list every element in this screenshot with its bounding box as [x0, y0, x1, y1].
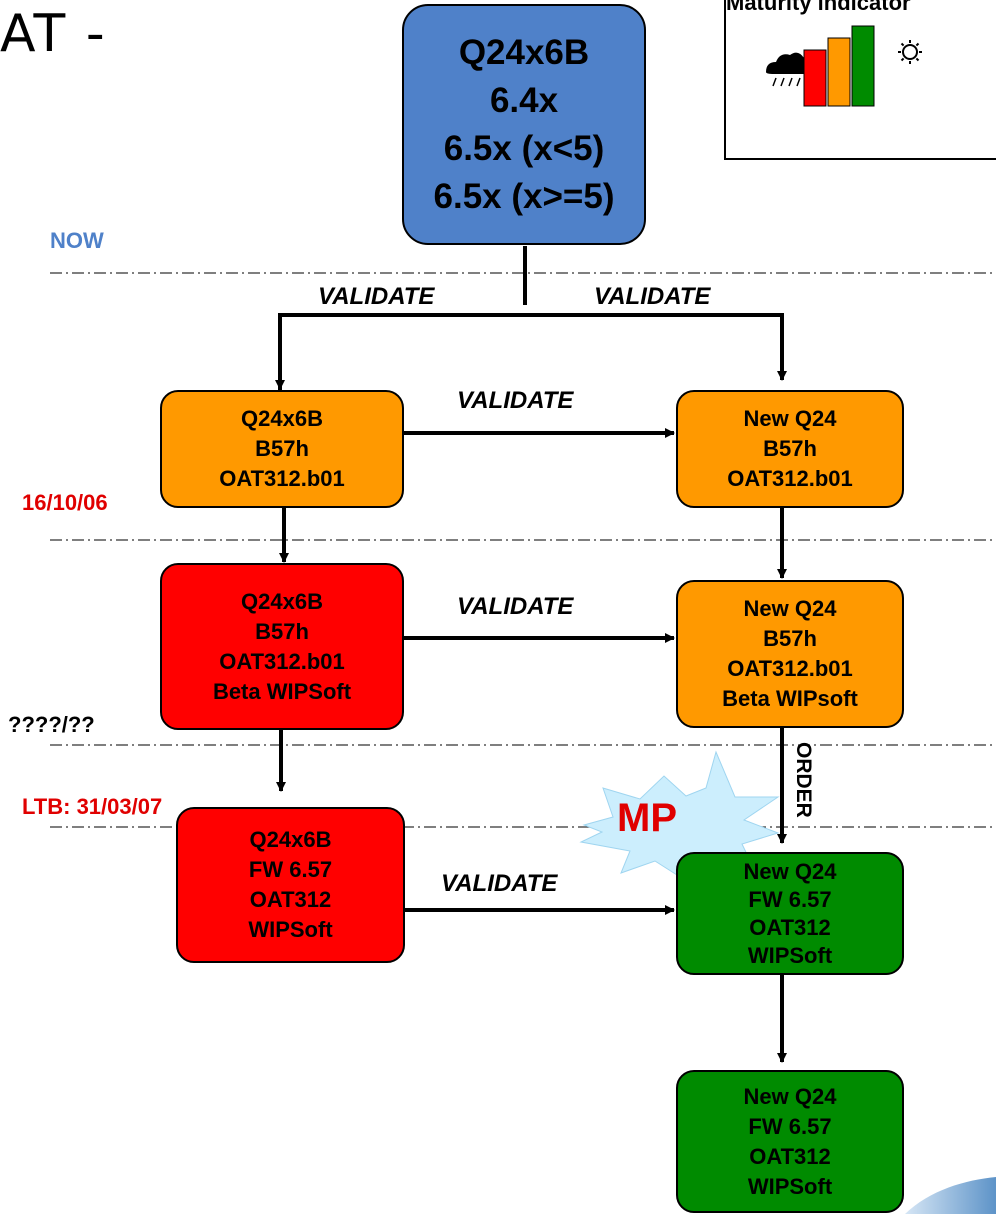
node-right4-line-2: FW 6.57	[748, 1113, 832, 1139]
node-left3-line-1: Q24x6B	[249, 827, 332, 852]
node-right3-line-2: FW 6.57	[748, 886, 832, 912]
node-right2-line-4: Beta WIPsoft	[722, 686, 858, 711]
node-top-line-4: 6.5x (x>=5)	[433, 176, 615, 216]
node-left3-line-4: WIPSoft	[248, 917, 333, 942]
node-right3-line-4: WIPSoft	[747, 942, 833, 968]
validate-label-row2: VALIDATE	[457, 593, 574, 620]
timeline-separators	[50, 272, 996, 828]
node-right4-line-1: New Q24	[743, 1083, 837, 1109]
node-left1: Q24x6B B57h OAT312.b01	[160, 390, 404, 508]
node-left3: Q24x6B FW 6.57 OAT312 WIPSoft	[176, 807, 405, 963]
date-unknown: ????/??	[8, 712, 95, 737]
node-right1-line-2: B57h	[763, 436, 817, 461]
validate-label-row3: VALIDATE	[441, 870, 558, 897]
node-left2-line-2: B57h	[255, 618, 309, 644]
validate-label-top-left: VALIDATE	[318, 283, 435, 310]
mp-burst-shape	[579, 750, 780, 883]
node-right2-line-1: New Q24	[743, 596, 837, 621]
node-left2-line-4: Beta WIPSoft	[212, 678, 352, 704]
node-right3: New Q24 FW 6.57 OAT312 WIPSoft	[676, 852, 904, 975]
split-branch-line	[278, 313, 784, 398]
maturity-bar-orange	[827, 37, 851, 107]
validate-label-top-right: VALIDATE	[594, 283, 711, 310]
node-top-line-2: 6.4x	[489, 80, 559, 120]
mp-label: MP	[617, 796, 677, 840]
legend-graphic	[766, 25, 922, 107]
maturity-bar-red	[803, 49, 827, 107]
node-right1-line-3: OAT312.b01	[727, 466, 853, 491]
node-left1-line-3: OAT312.b01	[219, 466, 345, 491]
node-left2-line-3: OAT312.b01	[219, 648, 345, 674]
node-left1-line-1: Q24x6B	[241, 406, 323, 431]
date-16-10-06: 16/10/06	[22, 490, 108, 515]
node-left3-line-3: OAT312	[249, 887, 332, 912]
node-right1-line-1: New Q24	[743, 406, 837, 431]
sun-icon	[898, 40, 922, 64]
slide-title: AT -	[0, 4, 107, 64]
node-right2-line-3: OAT312.b01	[727, 656, 853, 681]
node-right3-line-1: New Q24	[743, 858, 837, 884]
node-top-line-3: 6.5x (x<5)	[443, 128, 605, 168]
node-left2: Q24x6B B57h OAT312.b01 Beta WIPSoft	[160, 563, 404, 730]
date-now: NOW	[50, 228, 104, 253]
maturity-legend: Maturity indicator	[724, 0, 996, 160]
node-right1: New Q24 B57h OAT312.b01	[676, 390, 904, 508]
maturity-bar-green	[851, 25, 875, 107]
node-top: Q24x6B 6.4x 6.5x (x<5) 6.5x (x>=5)	[402, 4, 646, 245]
validate-label-row1: VALIDATE	[457, 387, 574, 414]
node-right3-line-3: OAT312	[749, 914, 831, 940]
node-left2-line-1: Q24x6B	[241, 588, 323, 614]
node-right4-line-3: OAT312	[749, 1143, 831, 1169]
legend-title: Maturity indicator	[726, 0, 911, 15]
order-label: ORDER	[792, 742, 815, 818]
node-left3-line-2: FW 6.57	[248, 857, 333, 882]
node-left1-line-2: B57h	[255, 436, 309, 461]
rain-cloud-icon	[766, 52, 814, 87]
node-right4-line-4: WIPSoft	[747, 1173, 833, 1199]
node-right2: New Q24 B57h OAT312.b01 Beta WIPsoft	[676, 580, 904, 728]
node-top-line-1: Q24x6B	[458, 32, 590, 72]
node-right2-line-2: B57h	[763, 626, 817, 651]
node-right4: New Q24 FW 6.57 OAT312 WIPSoft	[676, 1070, 904, 1213]
decorative-swoosh	[905, 1177, 996, 1214]
date-ltb: LTB: 31/03/07	[22, 794, 163, 819]
